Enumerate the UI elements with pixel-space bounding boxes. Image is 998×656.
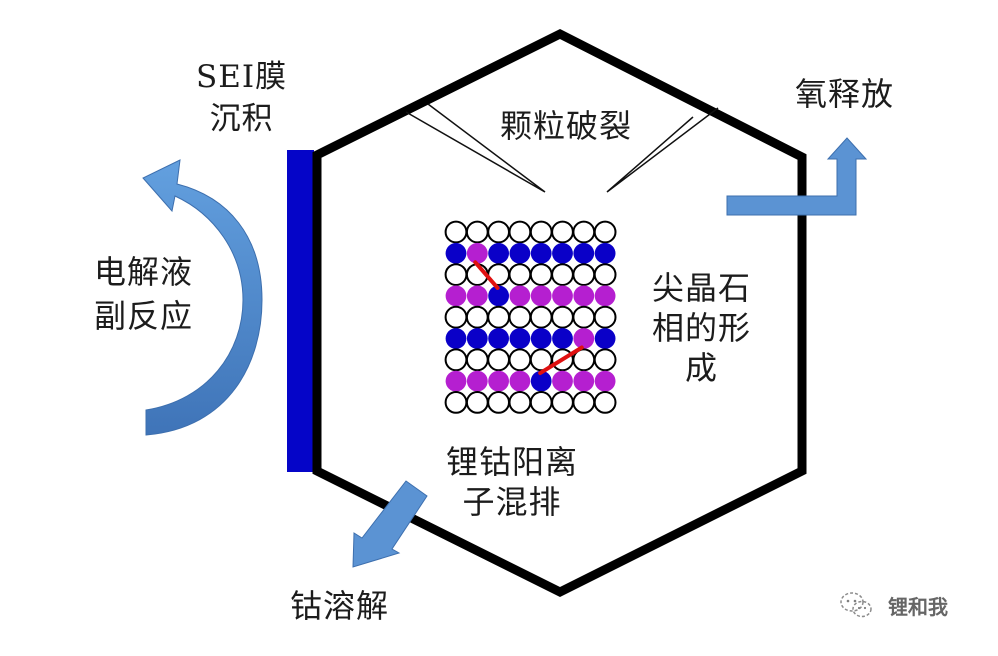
electrolyte-label-line-1: 电解液 [94,253,194,291]
oxygen-site [593,348,617,372]
cobalt-ion [530,370,552,392]
oxygen-site [551,263,574,287]
lithium-ion [509,285,531,307]
oxygen-site [444,391,468,414]
lithium-ion [466,370,488,392]
sei-deposition-label: SEI膜 沉积 [196,56,287,140]
crack-left [405,103,546,193]
lithium-ion [594,285,616,307]
oxygen-site [444,348,468,372]
oxygen-site [529,263,553,287]
spinel-label-line-3: 成 [685,349,719,387]
oxygen-site [572,305,596,329]
cobalt-ion [594,328,616,349]
cobalt-ion [509,242,531,264]
oxygen-site [572,220,596,244]
oxygen-site [508,391,532,414]
crack-right [606,107,719,193]
cobalt-ion [445,328,467,349]
particle-crack-label: 颗粒破裂 [500,107,633,145]
oxygen-site [572,391,596,414]
lithium-ion [445,285,467,307]
particle-hexagon [312,28,807,598]
oxygen-site [487,391,511,414]
oxygen-site [444,305,468,329]
oxygen-release-arrow [726,137,868,216]
cation-mixing-label: 锂钴阳离 子混排 [446,442,578,522]
cobalt-ion [552,328,573,349]
oxygen-site [572,263,596,287]
sei-layer-bar [287,150,314,472]
oxygen-site [551,305,574,329]
oxygen-site [551,391,574,414]
spinel-formation-label: 尖晶石 相的形 成 [652,268,751,388]
lithium-ion [552,370,573,392]
lithium-ion [552,285,573,307]
oxygen-site [465,391,489,414]
cobalt-ion [445,242,467,264]
crack-lines [405,103,719,193]
watermark: 锂和我 [838,590,948,620]
lithium-ion [573,370,595,392]
cobalt-ion [552,242,573,264]
cobalt-ion [488,242,509,264]
cobalt-ion [509,328,531,349]
cobalt-ion [488,328,509,349]
oxygen-site [465,348,489,372]
oxygen-site [508,348,532,372]
electrolyte-reaction-arrow [142,159,263,436]
oxygen-site [529,391,553,414]
oxygen-site [551,220,574,244]
crystal-lattice [444,220,617,414]
cobalt-ion [594,242,616,264]
oxygen-release-label: 氧释放 [795,75,895,113]
oxygen-site [444,263,468,287]
mixing-label-line-2: 子混排 [462,483,562,521]
oxygen-site [593,305,617,329]
watermark-text: 锂和我 [888,594,948,619]
oxygen-site [593,263,617,287]
oxygen-site [529,220,553,244]
lithium-ion [573,285,595,307]
cobalt-dissolution-arrow [352,480,428,568]
cobalt-dissolution-label: 钴溶解 [290,587,390,625]
cobalt-ion [573,242,595,264]
lithium-ion [594,370,616,392]
lithium-ion [530,285,552,307]
oxygen-site [529,305,553,329]
oxygen-site [465,305,489,329]
cobalt-ion [466,328,488,349]
cobalt-ion [530,328,552,349]
cobalt-ion [488,285,509,307]
electrolyte-label-line-2: 副反应 [94,297,194,335]
lithium-ion [445,370,467,392]
oxygen-site [487,348,511,372]
cation-exchange-link [538,345,584,376]
oxygen-site [444,220,468,244]
oxygen-site [487,305,511,329]
oxygen-site [508,220,532,244]
wechat-icon [840,592,872,618]
spinel-label-line-1: 尖晶石 [652,269,752,307]
oxygen-site [465,220,489,244]
cobalt-ion [530,242,552,264]
lithium-ion [466,285,488,307]
sei-label-line-1: SEI膜 [196,59,288,95]
cation-exchange-link [473,260,500,290]
oxygen-site [487,220,511,244]
lithium-ion [573,328,595,349]
oxygen-site [593,220,617,244]
oxygen-site [508,305,532,329]
lithium-ion [509,370,531,392]
mixing-label-line-1: 锂钴阳离 [446,443,579,481]
lithium-ion [488,370,509,392]
oxygen-site [508,263,532,287]
lithium-ion [466,242,488,264]
oxygen-site [593,391,617,414]
electrolyte-side-reaction-label: 电解液 副反应 [94,250,193,338]
sei-label-line-2: 沉积 [209,101,274,137]
spinel-label-line-2: 相的形 [652,309,752,347]
